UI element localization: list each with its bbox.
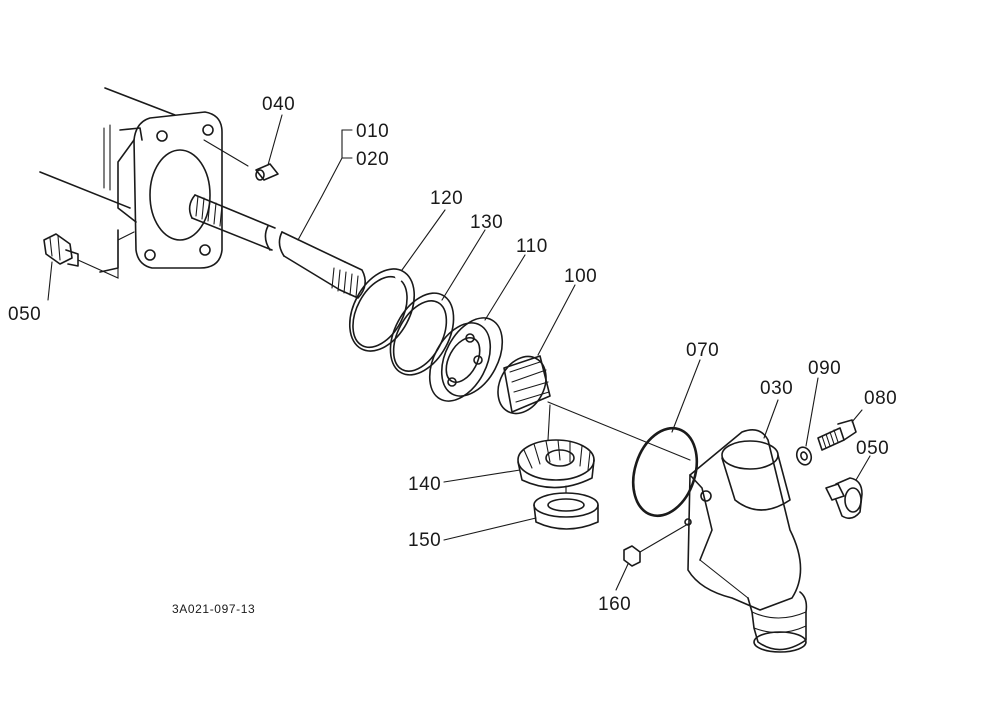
part-090-washer [795, 446, 813, 466]
callout-010: 010 [356, 121, 389, 142]
callout-030: 030 [760, 378, 793, 399]
part-130-ring [389, 292, 455, 376]
callout-140: 140 [408, 474, 441, 495]
drawing-reference-number: 3A021-097-13 [172, 602, 255, 616]
part-120-snap-ring [348, 268, 416, 352]
part-050-plug-right [825, 477, 863, 520]
part-030-gearcase [684, 429, 808, 653]
leader-lines [47, 114, 871, 591]
callout-120: 120 [430, 188, 463, 209]
callout-070: 070 [686, 340, 719, 361]
callout-100: 100 [564, 266, 597, 287]
callout-160: 160 [598, 594, 631, 615]
callout-150: 150 [408, 530, 441, 551]
callout-020: 020 [356, 149, 389, 170]
part-080-bolt [817, 419, 857, 451]
callout-090: 090 [808, 358, 841, 379]
callout-labels: 040 010 020 120 130 110 100 050 070 030 … [8, 94, 897, 615]
part-100-bevel-pinion [497, 355, 691, 461]
part-050-bolt-left [43, 231, 135, 279]
callout-050-right: 050 [856, 438, 889, 459]
part-040-pin [203, 139, 279, 181]
part-160-plug [623, 523, 689, 567]
shaft [188, 194, 366, 299]
callout-050-left: 050 [8, 304, 41, 325]
part-070-o-ring [631, 426, 699, 518]
part-110-bearing [428, 317, 504, 402]
part-140-bevel-gear [517, 439, 595, 489]
callout-040: 040 [262, 94, 295, 115]
callout-130: 130 [470, 212, 503, 233]
housing-flange [39, 87, 223, 273]
callout-080: 080 [864, 388, 897, 409]
callout-110: 110 [516, 236, 548, 257]
part-150-bearing [533, 485, 599, 530]
